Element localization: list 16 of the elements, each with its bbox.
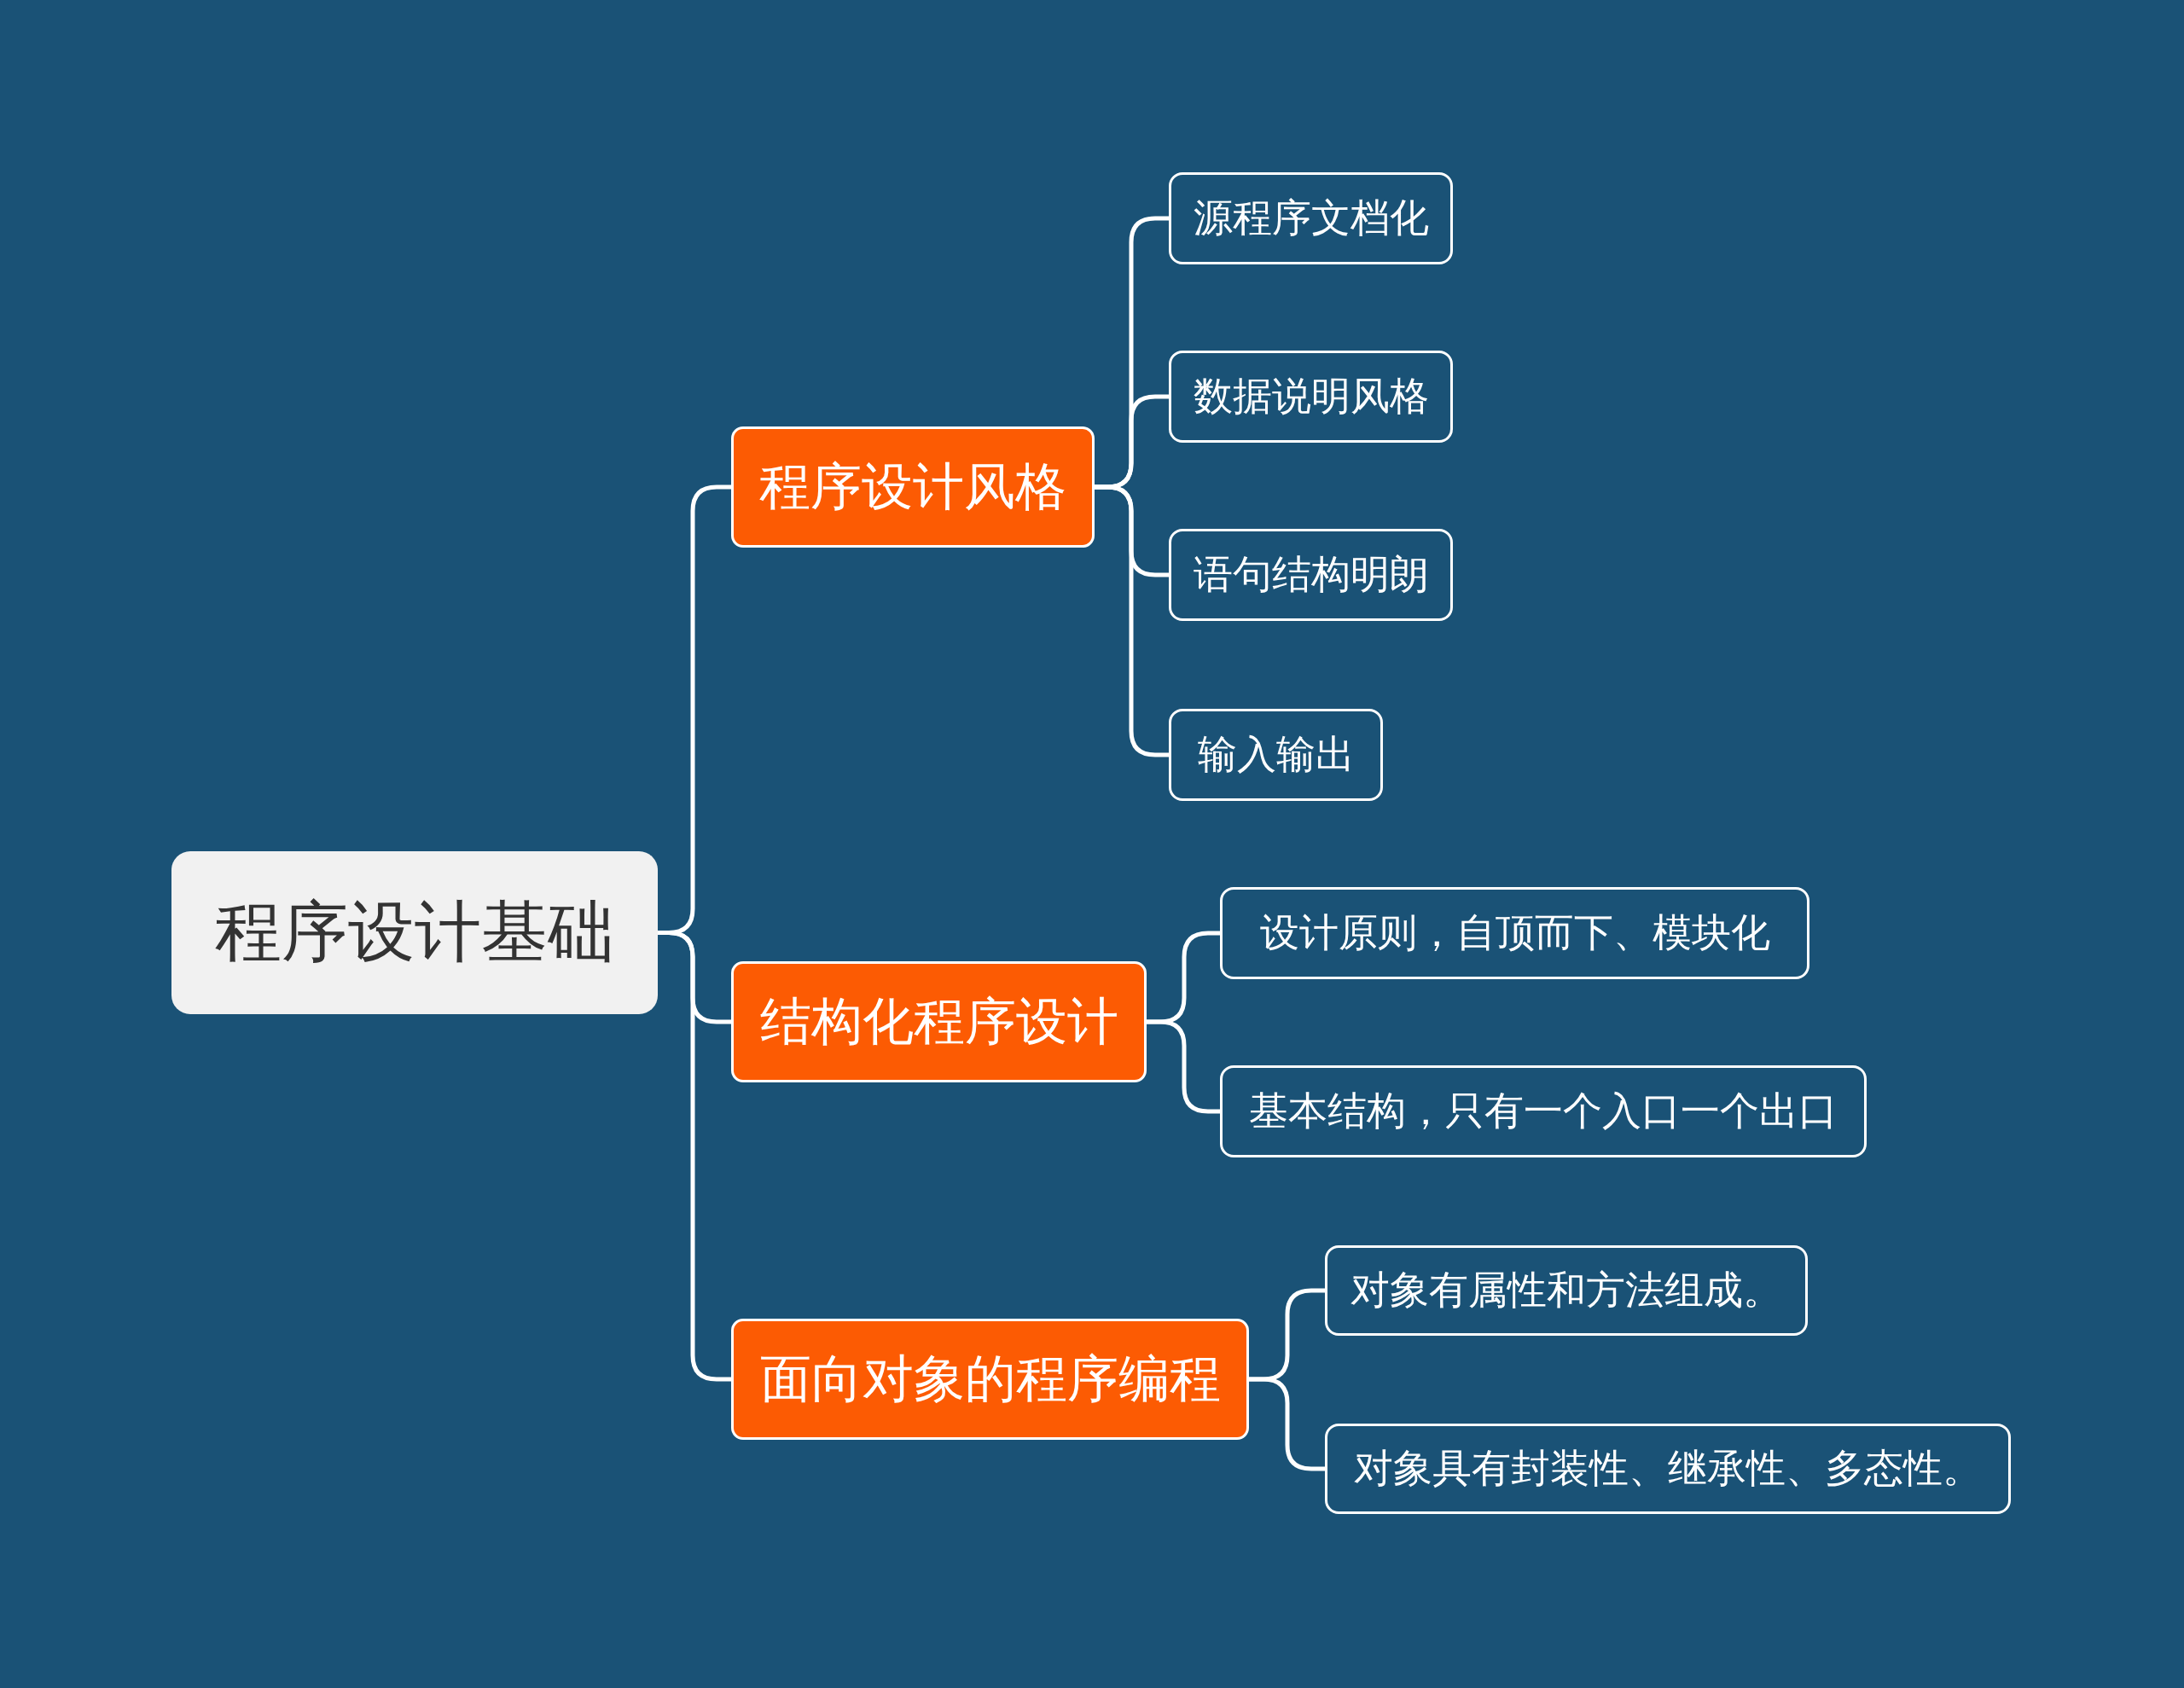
subtopic-box: 输入输出 (1169, 709, 1383, 801)
subtopic-box: 基本结构，只有一个入口一个出口 (1220, 1065, 1867, 1157)
subtopic-box: 语句结构明朗 (1169, 529, 1453, 621)
subtopic-box: 对象具有封装性、继承性、多态性。 (1325, 1424, 2011, 1514)
subtopic-box: 源程序文档化 (1169, 172, 1453, 264)
branch-topic-box: 面向对象的程序编程 (731, 1319, 1249, 1440)
subtopic-box: 设计原则，自顶而下、模块化 (1220, 887, 1809, 979)
subtopic-box: 对象有属性和方法组成。 (1325, 1245, 1808, 1336)
branch-topic-box: 结构化程序设计 (731, 961, 1147, 1082)
root-topic-box: 程序设计基础 (171, 851, 658, 1014)
connector-line (1249, 1377, 1325, 1471)
branch-topic-box: 程序设计风格 (731, 426, 1095, 548)
connector-line (1147, 1019, 1220, 1114)
connector-line (1095, 484, 1169, 757)
connector-line (658, 931, 731, 1382)
subtopic-box: 数据说明风格 (1169, 351, 1453, 443)
